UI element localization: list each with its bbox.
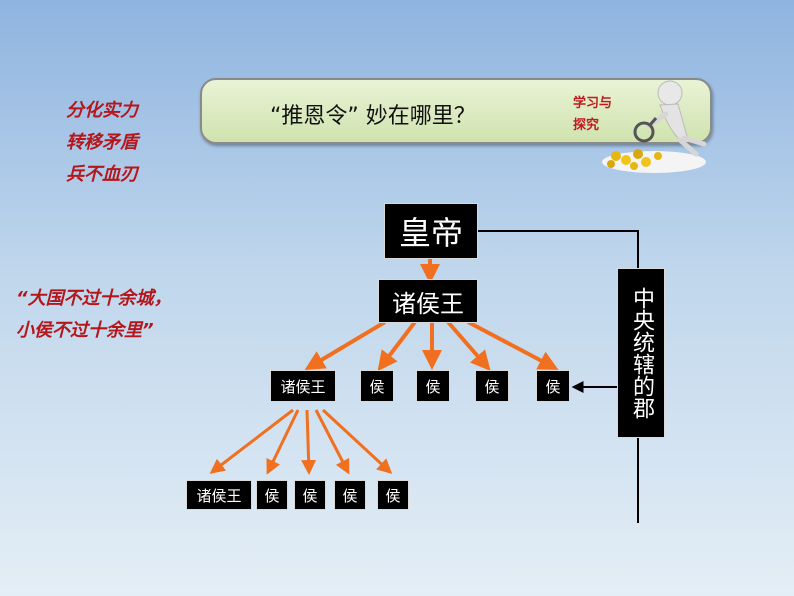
quote-line-1: “大国不过十余城， <box>16 288 172 309</box>
magnifier-figure-icon <box>602 80 707 173</box>
level3-box-1: 侯 <box>256 480 288 510</box>
level2-box-1: 侯 <box>360 370 394 402</box>
arrow-king-l2-4 <box>467 320 559 370</box>
arrow-king-l2-1 <box>377 320 417 372</box>
arrow-l2-l3-0 <box>209 408 294 474</box>
side-note-line-1: 分化实力 <box>66 100 138 121</box>
arrow-l2-l3-3 <box>314 409 350 475</box>
level3-box-0: 诸侯王 <box>186 480 252 510</box>
arrow-king-l2-3 <box>446 320 491 372</box>
emperor-box: 皇帝 <box>384 203 478 259</box>
side-note-line-2: 转移矛盾 <box>66 132 138 153</box>
level2-box-4: 侯 <box>536 370 570 402</box>
arrow-l2-l3-4 <box>321 408 393 475</box>
level2-box-0: 诸侯王 <box>270 370 336 402</box>
banner-title: “推恩令” 妙在哪里？ <box>270 104 476 129</box>
central-commandery-box: 中央统辖的郡 <box>617 268 665 438</box>
study-label-line2: 探究 <box>573 118 600 133</box>
arrow-l2-l3-1 <box>266 409 300 475</box>
king-box: 诸侯王 <box>378 279 478 323</box>
study-label-line1: 学习与 <box>573 96 613 111</box>
arrow-king-l2-0 <box>304 320 387 371</box>
side-note-line-3: 兵不血刃 <box>66 164 138 185</box>
level2-box-2: 侯 <box>416 370 450 402</box>
level2-box-3: 侯 <box>475 370 509 402</box>
arrow-l2-l3-2 <box>301 409 317 475</box>
quote-line-2: 小侯不过十余里” <box>16 320 154 341</box>
level3-box-2: 侯 <box>294 480 326 510</box>
level3-box-4: 侯 <box>377 480 409 510</box>
question-banner <box>200 78 712 144</box>
level3-box-3: 侯 <box>334 480 366 510</box>
